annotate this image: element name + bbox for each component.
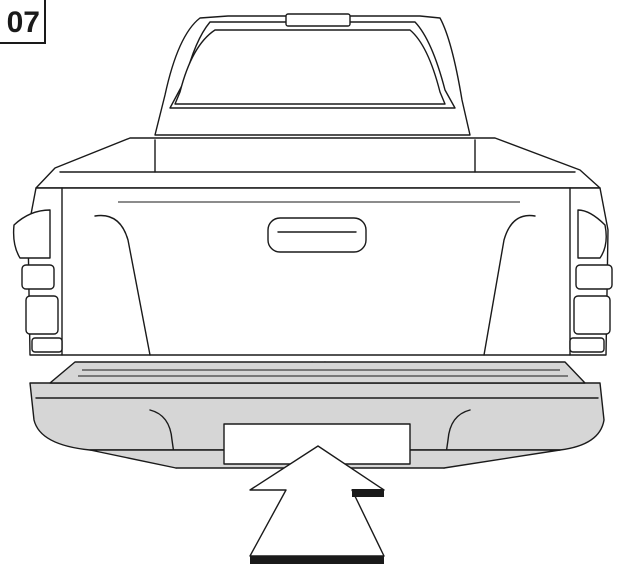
bed: [35, 137, 601, 189]
arrow-up-icon: [249, 445, 385, 564]
rear-window: [174, 29, 446, 105]
bumper-step: [49, 361, 586, 384]
tailgate: [27, 187, 609, 367]
third-brake-light: [285, 13, 351, 27]
rear-bumper: [29, 361, 605, 469]
step-number-badge: 07: [0, 0, 46, 44]
cab: [154, 13, 471, 136]
right-body-curve: [483, 214, 536, 356]
rear-window-outline: [169, 21, 456, 109]
license-plate-area: [223, 423, 411, 465]
tailgate-handle: [267, 217, 367, 253]
step-number: 07: [6, 6, 40, 39]
right-tail-light: [569, 209, 613, 353]
left-body-curve: [94, 214, 151, 356]
left-tail-light: [12, 209, 63, 353]
